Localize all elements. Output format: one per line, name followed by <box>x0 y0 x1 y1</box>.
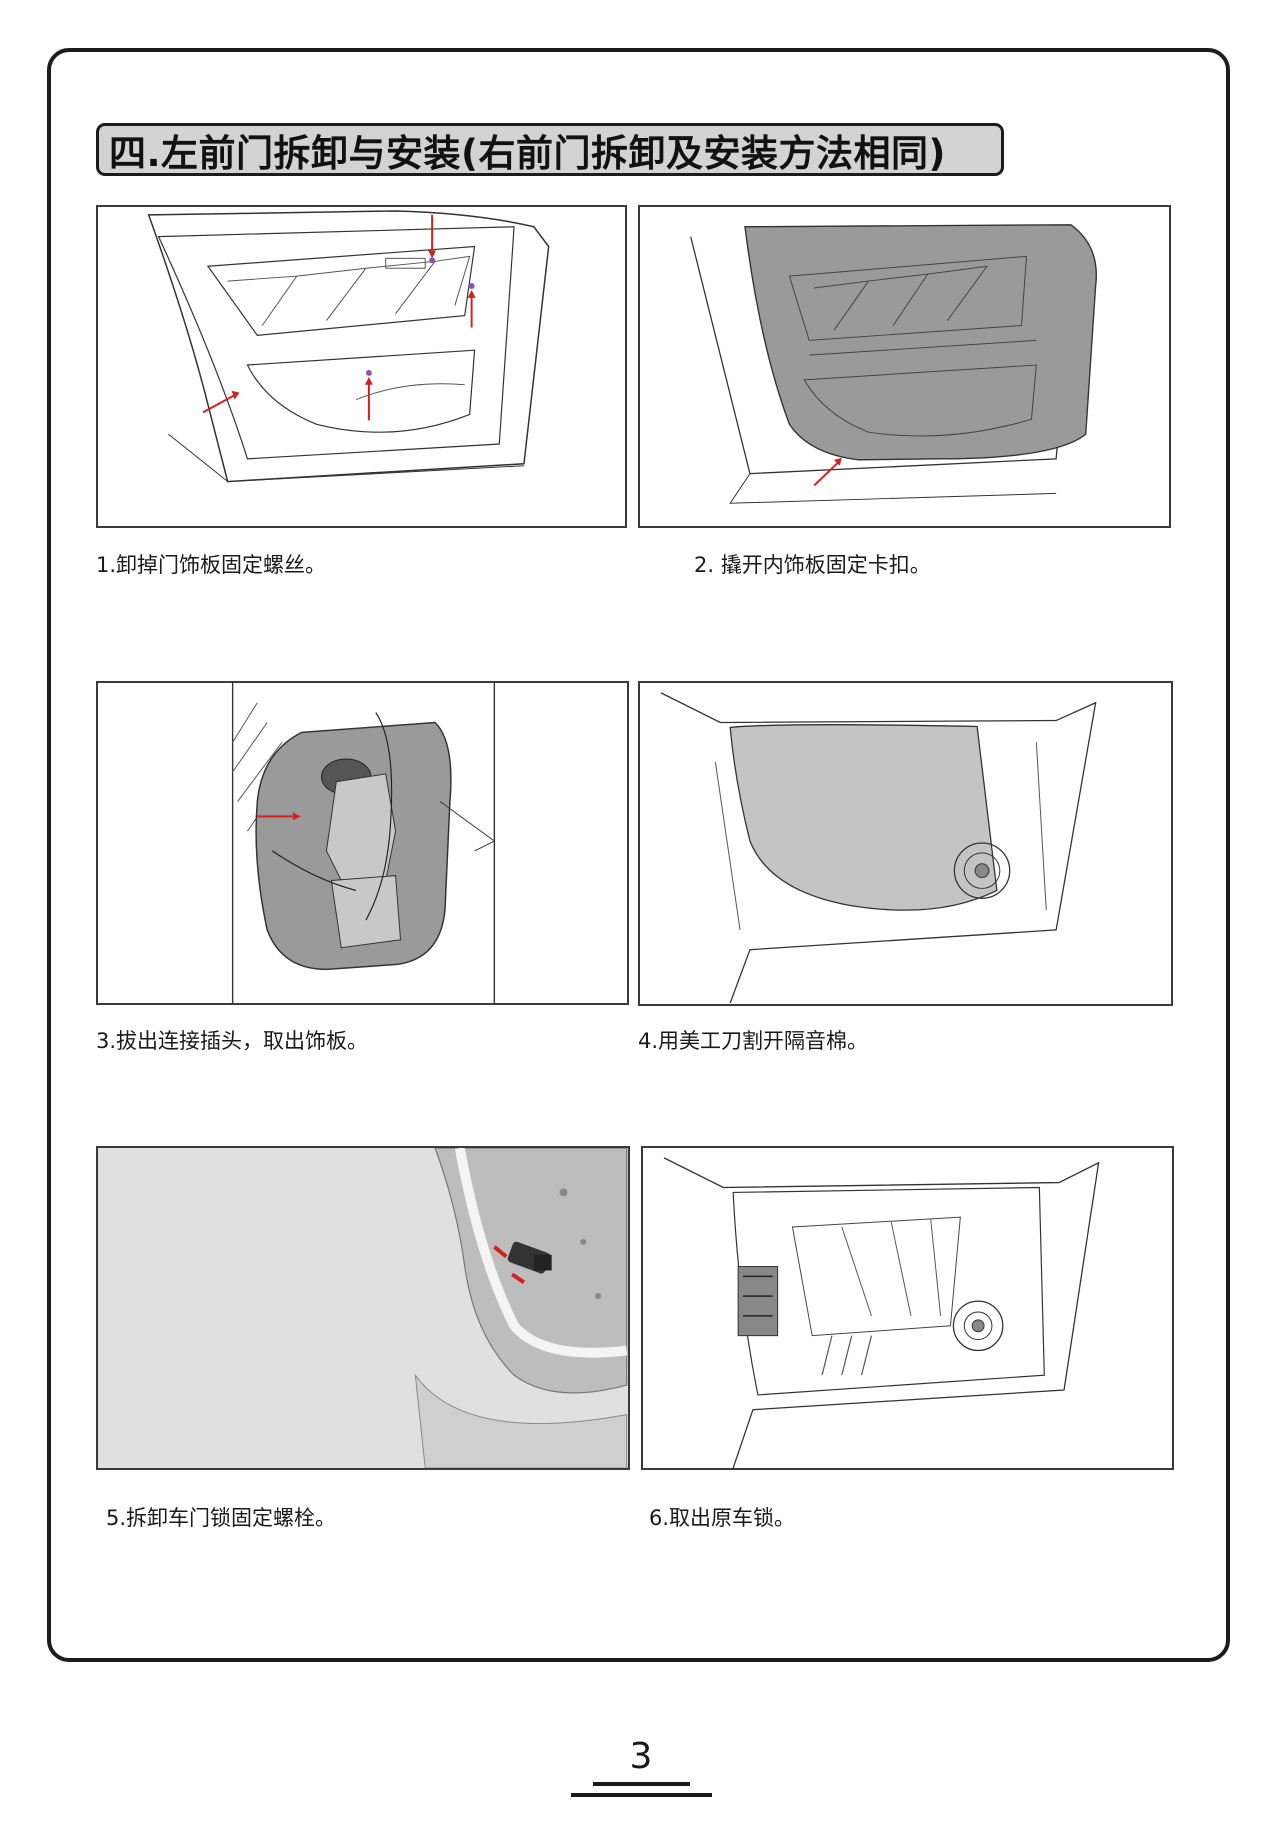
step-2-caption: 2. 撬开内饰板固定卡扣。 <box>694 553 931 577</box>
step-5-photo <box>96 1146 630 1470</box>
door-trim-clips-drawing <box>690 224 1097 504</box>
sound-insulation-drawing <box>660 692 1097 1004</box>
page-number-rule-bottom <box>571 1793 712 1797</box>
step-6-illustration <box>641 1146 1174 1470</box>
door-trim-screws-drawing <box>147 210 550 483</box>
connector-removal-drawing <box>231 683 496 1003</box>
step-2-illustration <box>638 205 1171 528</box>
page-frame <box>47 48 1230 1662</box>
step-5-caption: 5.拆卸车门锁固定螺栓。 <box>106 1506 337 1530</box>
step-4-caption: 4.用美工刀割开隔音棉。 <box>638 1029 869 1053</box>
page-number-rule-top <box>593 1782 690 1786</box>
step-3-illustration <box>96 681 629 1005</box>
section-title: 四.左前门拆卸与安装(右前门拆卸及安装方法相同) <box>109 131 946 175</box>
step-3-caption: 3.拔出连接插头，取出饰板。 <box>96 1029 369 1053</box>
step-4-illustration <box>638 681 1173 1006</box>
door-lock-removal-drawing <box>663 1157 1100 1468</box>
step-6-caption: 6.取出原车锁。 <box>649 1506 796 1530</box>
section-title-box: 四.左前门拆卸与安装(右前门拆卸及安装方法相同) <box>96 123 1004 176</box>
page-number: 3 <box>629 1736 653 1777</box>
step-1-caption: 1.卸掉门饰板固定螺丝。 <box>96 553 327 577</box>
door-lock-bolts-render <box>99 1148 628 1468</box>
step-1-illustration <box>96 205 627 528</box>
